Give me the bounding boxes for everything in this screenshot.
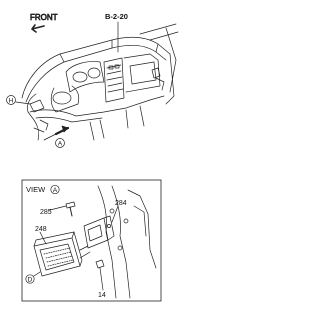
dash-edge-ticks: [59, 39, 159, 63]
view-title: VIEW: [26, 185, 46, 194]
control-unit-top: [33, 231, 75, 247]
floor-lines: [89, 105, 145, 141]
control-unit-face: [39, 243, 75, 271]
body-hole-2: [123, 218, 129, 224]
dash-top-edge: [21, 37, 171, 99]
callout-a-label: A: [58, 141, 63, 148]
control-unit-pins: [43, 247, 74, 267]
body-panel-edge: [97, 185, 117, 299]
right-harness: [155, 77, 165, 91]
part-284-label: 284: [115, 200, 127, 207]
nut-14: [95, 259, 105, 269]
screw-285-shank: [69, 206, 73, 217]
dashboard-view: FRONT B-2-20: [6, 12, 179, 148]
bracket-bolt-hole: [107, 224, 111, 228]
view-a-detail: VIEW A: [21, 179, 162, 302]
callout-h-circle: [6, 95, 16, 105]
leader-248: [39, 231, 47, 245]
body-hole-3: [117, 245, 123, 251]
control-unit-mount-tabs: [79, 245, 91, 259]
right-connector: [151, 67, 161, 79]
center-stack: [103, 57, 125, 103]
callout-a-circle: [55, 138, 65, 148]
body-hole-1: [109, 208, 115, 214]
bracket-284-flange: [103, 215, 115, 241]
glovebox-area: [123, 53, 161, 93]
view-a-circle: [50, 184, 60, 195]
body-panel-ridge: [133, 205, 147, 237]
leader-284: [111, 205, 119, 223]
instrument-cluster: [65, 61, 105, 93]
vent-right: [114, 64, 120, 69]
callout-h-label: H: [9, 98, 14, 105]
callout-d-label: D: [28, 277, 33, 284]
dash-lower-inner: [35, 116, 103, 123]
a-pillar: [165, 53, 175, 105]
part-14-label: 14: [98, 292, 106, 299]
gauge-right: [87, 67, 101, 79]
steering-column: [50, 85, 80, 113]
part-285-label: 285: [40, 209, 52, 216]
part-248-label: 248: [35, 226, 47, 233]
screw-285-head: [65, 201, 76, 209]
control-unit-248: [33, 237, 81, 277]
view-a-letter: A: [53, 187, 58, 194]
dash-top-inner: [25, 45, 167, 103]
left-harness: [27, 93, 40, 141]
parts-diagram-page: FRONT B-2-20: [6, 12, 179, 302]
steering-hub: [52, 91, 72, 105]
diagram-canvas: FRONT B-2-20: [6, 12, 179, 302]
glovebox-door: [129, 61, 157, 85]
ref-label: B-2-20: [105, 12, 128, 21]
view-a-arrowhead-icon: [61, 125, 69, 133]
body-panel-edge-2: [111, 185, 131, 299]
view-a-frame: [21, 179, 162, 302]
vent-left: [108, 65, 114, 70]
front-label: FRONT: [30, 13, 58, 22]
left-connector-box: [29, 99, 45, 113]
left-wires: [33, 119, 49, 133]
callout-d-circle: [25, 274, 35, 284]
leader-14: [99, 267, 104, 291]
center-stack-slots: [106, 64, 124, 93]
bracket-284-cutout: [87, 224, 103, 242]
dash-lower-edge: [29, 95, 165, 117]
gauge-left: [72, 71, 88, 83]
leader-a: [43, 133, 57, 141]
control-unit-side: [73, 231, 83, 267]
leader-d: [33, 271, 41, 277]
leader-h: [15, 101, 31, 105]
bracket-284: [83, 217, 109, 249]
leader-285: [49, 205, 67, 211]
front-arrow-icon: [31, 24, 45, 33]
body-panel-edge-3: [127, 189, 157, 269]
windscreen-frame: [139, 23, 179, 93]
